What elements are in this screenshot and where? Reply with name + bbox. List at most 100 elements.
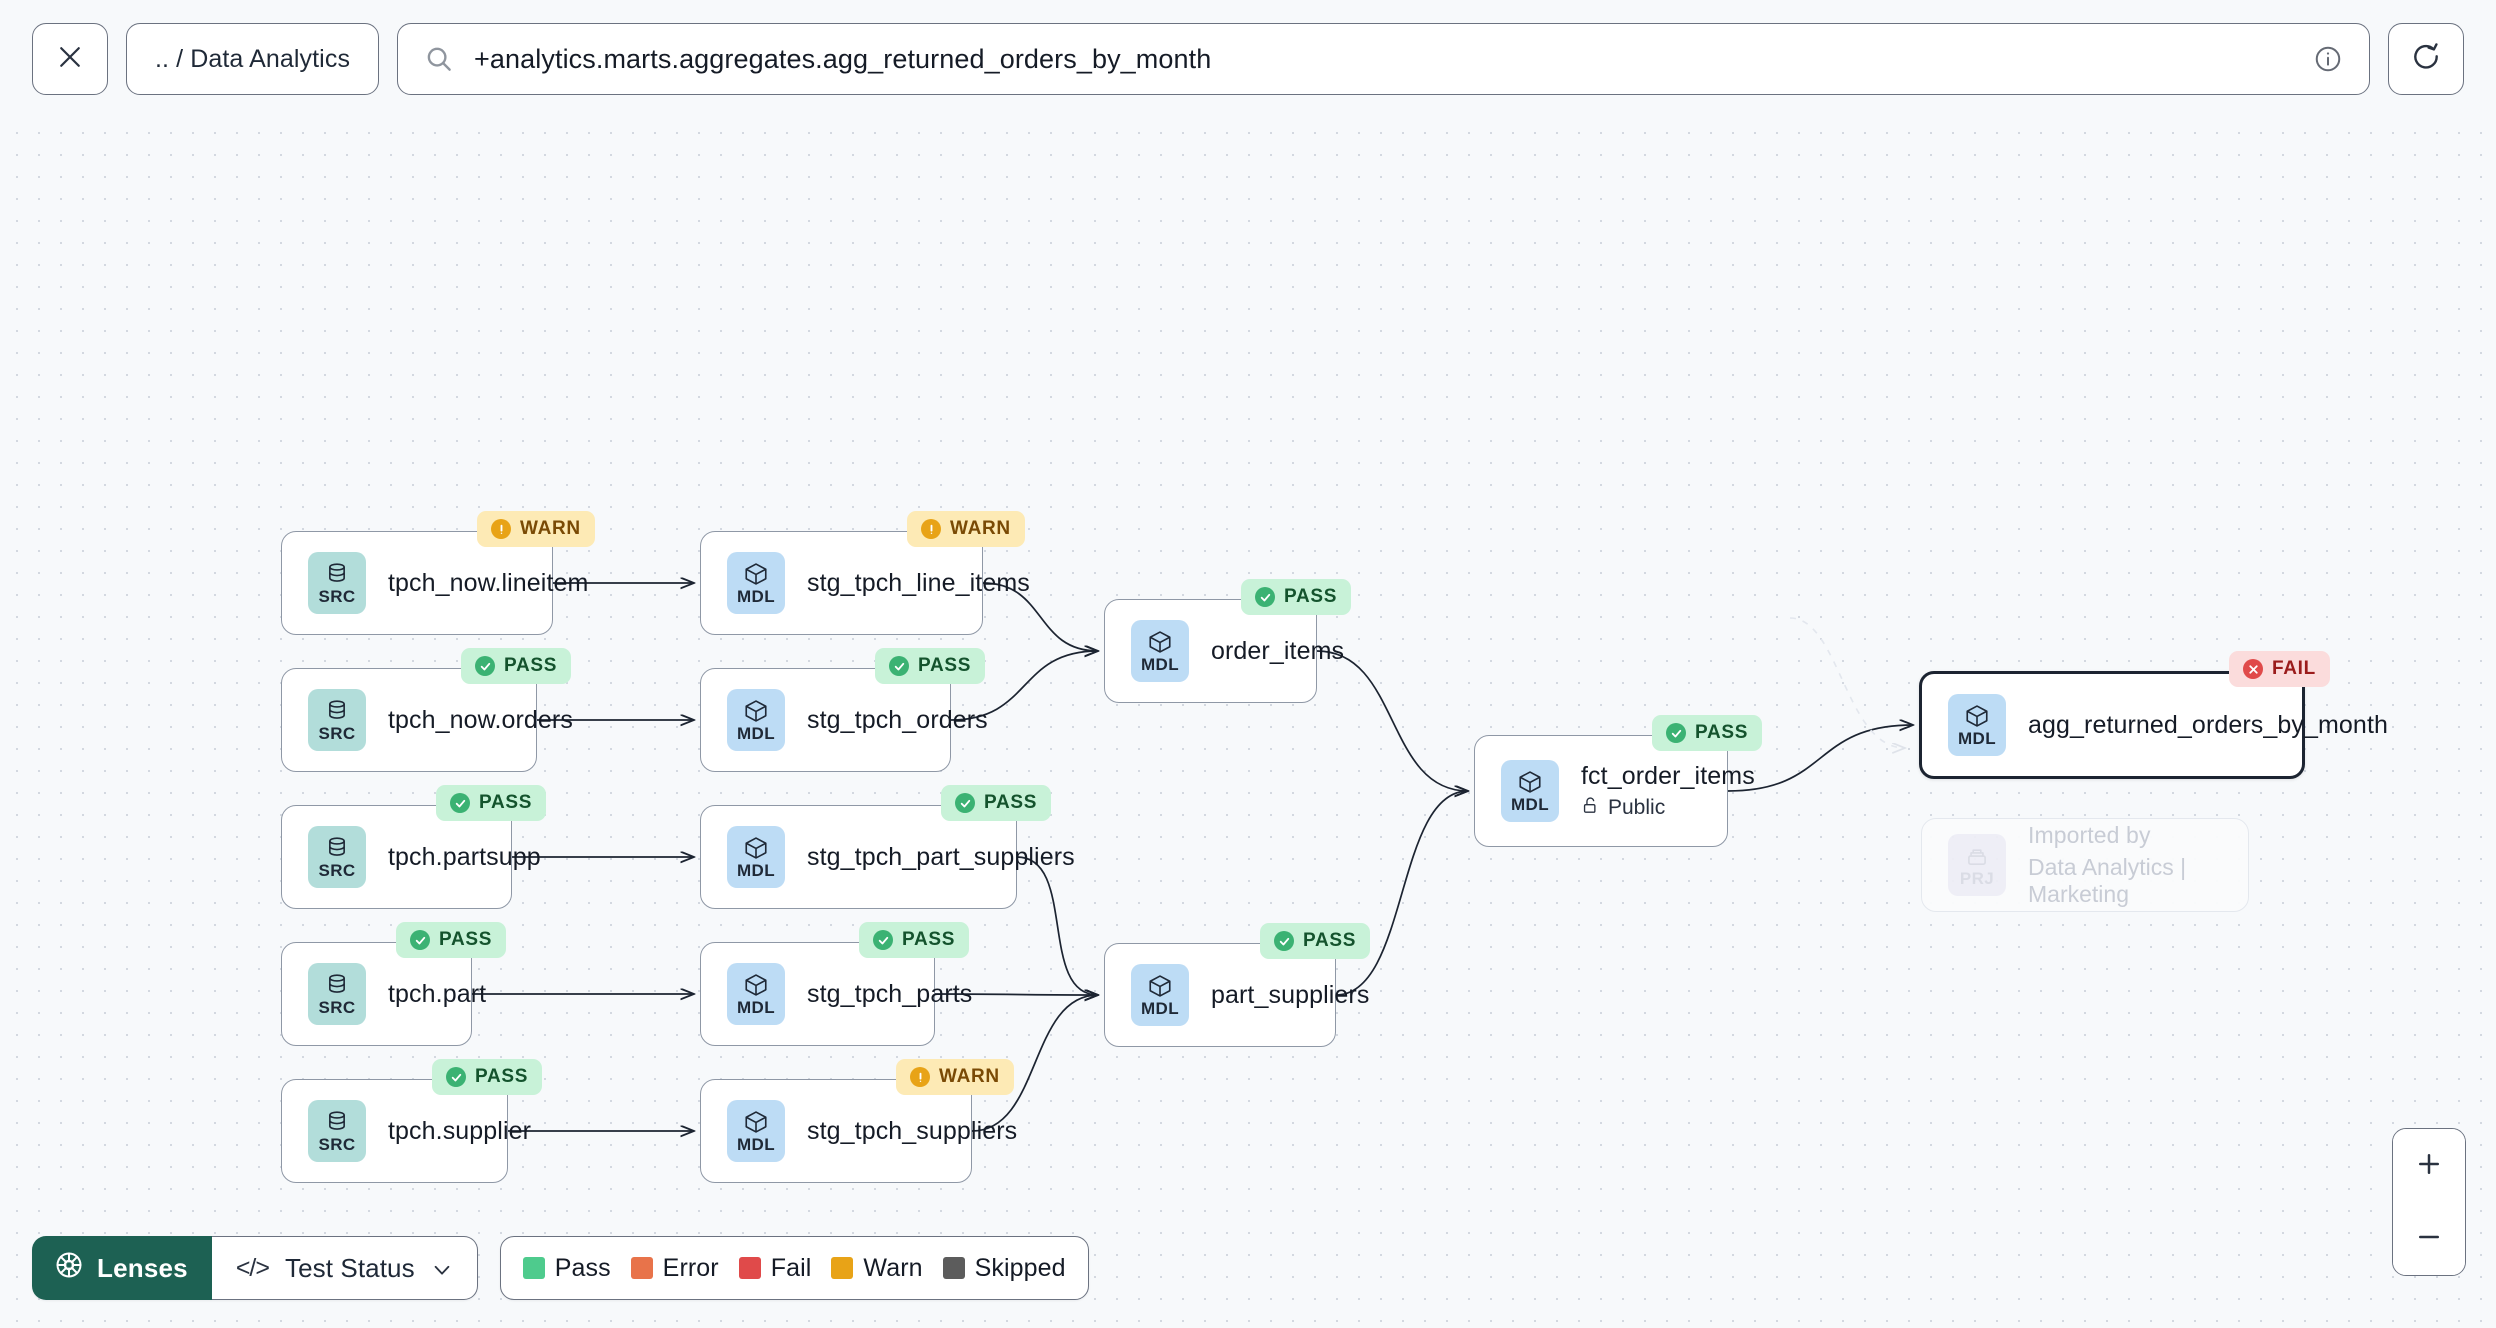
node-body: stg_tpch_parts [807,979,973,1009]
status-badge-pass[interactable]: PASS [859,922,970,958]
test-status-dropdown[interactable]: </> Test Status [211,1236,478,1300]
status-badge-warn[interactable]: WARN [896,1059,1014,1095]
legend-label: Pass [554,1253,611,1282]
status-dot-icon [1255,587,1275,607]
lens-control-group: Lenses </> Test Status [32,1236,478,1300]
close-button[interactable] [32,23,108,95]
node-body: stg_tpch_suppliers [807,1116,1018,1146]
node-kind-label: MDL [736,998,776,1017]
status-badge-pass[interactable]: PASS [875,648,986,684]
status-legend: Pass Error Fail Warn Skipped [499,1236,1089,1300]
status-badge-label: WARN [950,518,1011,539]
status-badge-label: PASS [1695,722,1749,743]
status-badge-pass[interactable]: PASS [461,648,572,684]
node-kind-label: MDL [1140,655,1180,674]
node-kind-label: MDL [1957,729,1997,748]
src-kind-icon: SRC [308,826,366,888]
node-title: stg_tpch_line_items [807,568,1030,597]
legend-item-pass[interactable]: Pass [522,1253,611,1283]
top-toolbar: .. / Data Analytics +analytics.marts.agg… [0,0,2496,118]
status-dot-icon [1666,723,1686,743]
mdl-kind-icon: MDL [1131,620,1189,682]
graph-node-tpch_now_lineitem[interactable]: SRC tpch_now.lineitem [281,531,589,635]
status-badge-warn[interactable]: WARN [477,511,595,547]
node-title: stg_tpch_parts [807,979,973,1008]
status-badge-pass[interactable]: PASS [1241,579,1352,615]
node-title: part_suppliers [1211,980,1370,1009]
status-dot-icon [921,519,941,539]
status-dot-icon [475,656,495,676]
legend-item-warn[interactable]: Warn [831,1254,923,1283]
node-title: order_items [1211,636,1345,665]
code-icon: </> [235,1253,270,1282]
status-dot-icon [450,793,470,813]
search-input[interactable]: +analytics.marts.aggregates.agg_returned… [474,43,1212,74]
status-dot-icon [955,793,975,813]
node-body: tpch_now.lineitem [388,568,589,598]
status-badge-pass[interactable]: PASS [436,785,547,821]
legend-item-fail[interactable]: Fail [738,1253,812,1283]
info-icon[interactable] [2313,44,2343,74]
graph-node-order_items[interactable]: MDL order_items [1104,599,1345,703]
mdl-kind-icon: MDL [727,552,785,614]
node-kind-label: MDL [736,587,776,606]
src-kind-icon: SRC [308,963,366,1025]
status-badge-label: PASS [504,655,558,676]
node-kind-label: PRJ [1959,869,1995,888]
edge-order_items-to-fct_order_items [1316,650,1468,791]
legend-label: Error [662,1253,719,1282]
status-badge-label: PASS [902,929,956,950]
mdl-kind-icon: MDL [727,1100,785,1162]
minus-icon [2414,1222,2444,1255]
node-kind-label: SRC [318,1135,356,1154]
node-kind-label: SRC [318,998,356,1017]
node-title: stg_tpch_suppliers [807,1116,1018,1145]
status-dot-icon [910,1067,930,1087]
status-dot-icon [410,930,430,950]
test-status-label: Test Status [284,1252,415,1283]
status-badge-pass[interactable]: PASS [396,922,507,958]
mdl-kind-icon: MDL [727,826,785,888]
status-badge-fail[interactable]: FAIL [2229,651,2330,687]
status-badge-label: PASS [984,792,1038,813]
node-body: part_suppliers [1211,980,1370,1010]
mdl-kind-icon: MDL [1501,760,1559,822]
node-title: Imported by [2028,822,2151,848]
graph-node-stg_tpch_parts[interactable]: MDL stg_tpch_parts [700,942,973,1046]
ghost-edge [1789,617,1905,748]
status-badge-pass[interactable]: PASS [1652,715,1763,751]
node-title: tpch_now.lineitem [388,568,589,597]
status-badge-label: PASS [918,655,972,676]
legend-label: Fail [770,1253,812,1282]
node-kind-label: SRC [318,587,356,606]
graph-node-stg_tpch_suppliers[interactable]: MDL stg_tpch_suppliers [700,1079,1018,1183]
node-body: stg_tpch_line_items [807,568,1030,598]
status-badge-pass[interactable]: PASS [941,785,1052,821]
mdl-kind-icon: MDL [1948,694,2006,756]
refresh-button[interactable] [2388,23,2464,95]
status-badge-pass[interactable]: PASS [432,1059,543,1095]
status-badge-pass[interactable]: PASS [1260,923,1371,959]
node-title: tpch_now.orders [388,705,573,734]
zoom-out-button[interactable] [2393,1202,2465,1275]
zoom-in-button[interactable] [2393,1129,2465,1202]
lenses-button[interactable]: Lenses [32,1236,212,1300]
breadcrumb[interactable]: .. / Data Analytics [126,23,380,95]
status-badge-warn[interactable]: WARN [907,511,1025,547]
legend-item-error[interactable]: Error [630,1253,719,1283]
bottom-toolbar: Lenses </> Test Status Pass Error Fail Warn… [32,1236,1089,1300]
src-kind-icon: SRC [308,552,366,614]
lineage-search-bar[interactable]: +analytics.marts.aggregates.agg_returned… [397,23,2370,95]
legend-item-skipped[interactable]: Skipped [942,1254,1066,1283]
node-kind-label: SRC [318,724,356,743]
node-title: stg_tpch_orders [807,705,988,734]
legend-swatch-icon [522,1257,545,1279]
